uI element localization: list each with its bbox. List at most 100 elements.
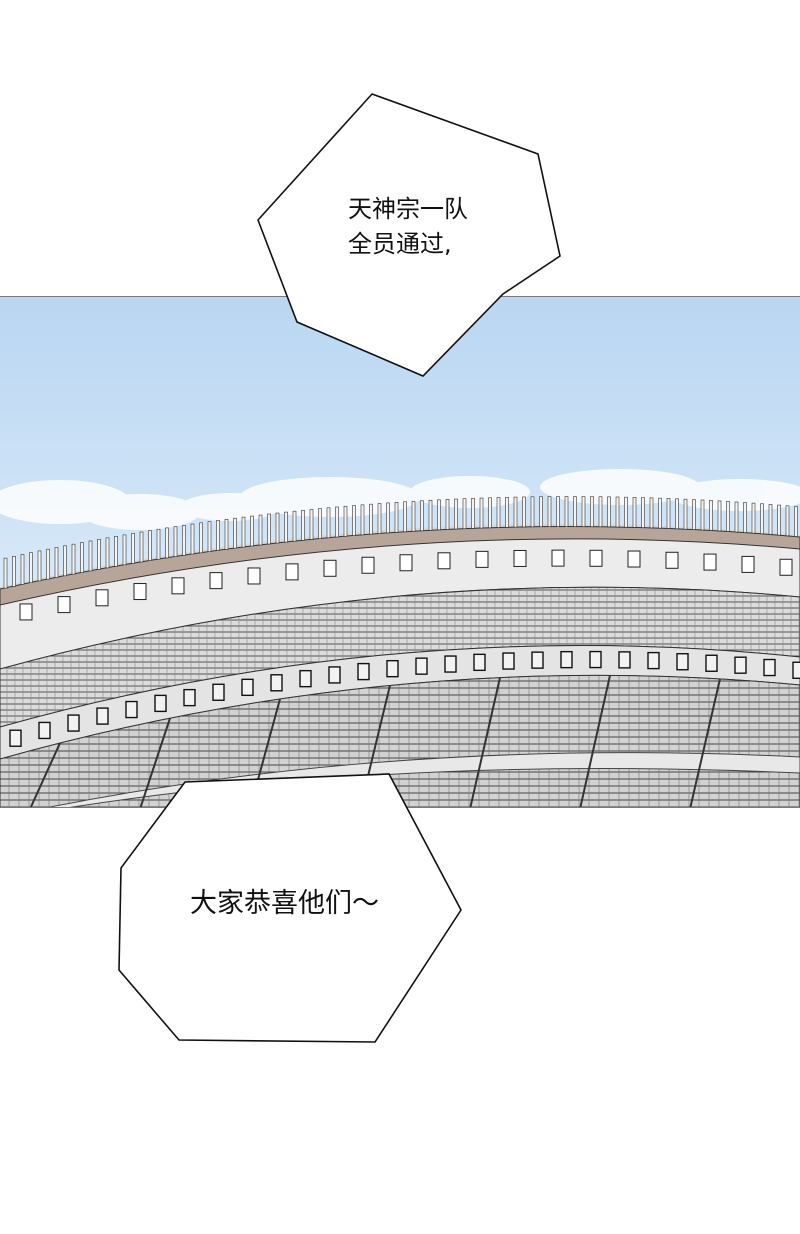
rim-post <box>411 500 416 532</box>
rim-post <box>777 504 781 536</box>
box-window <box>183 688 196 707</box>
rim-post <box>598 496 603 528</box>
bubble-top-text: 天神宗一队 全员通过, <box>348 192 468 262</box>
box-window <box>154 694 167 713</box>
rim-post <box>403 501 407 533</box>
arch-window <box>399 554 413 572</box>
rim-post <box>658 497 662 529</box>
box-window <box>618 651 631 669</box>
speech-bubble-top: 天神宗一队 全员通过, <box>255 92 565 380</box>
rim-post <box>675 498 679 530</box>
rim-post <box>250 515 254 547</box>
arch-window <box>703 553 717 571</box>
arch-window <box>665 551 679 569</box>
rim-post <box>54 547 59 578</box>
box-window <box>647 651 660 670</box>
arch-window <box>475 550 489 568</box>
rim-post <box>683 498 688 530</box>
rim-post <box>522 496 526 528</box>
box-window <box>125 700 138 719</box>
aisle-line <box>29 742 61 807</box>
rim-post <box>131 533 135 564</box>
rim-post <box>394 502 399 533</box>
seating-aisles <box>29 675 721 807</box>
arch-window <box>323 559 337 577</box>
box-window <box>473 653 486 672</box>
rim-post <box>224 519 229 550</box>
rim-post <box>581 496 586 527</box>
rim-post <box>709 500 713 531</box>
rim-post <box>37 550 42 582</box>
rim-post <box>267 513 271 545</box>
arch-window <box>95 589 109 607</box>
arch-window <box>513 549 527 567</box>
rim-post <box>751 502 756 534</box>
rim-post <box>530 496 535 528</box>
rim-post <box>301 509 305 541</box>
rim-post <box>80 542 84 573</box>
rim-post <box>556 496 560 527</box>
rim-post <box>445 499 450 530</box>
rim-post <box>352 505 356 536</box>
arch-window <box>589 549 603 567</box>
arch-window <box>171 577 185 595</box>
aisle-line <box>469 677 501 807</box>
rim-post <box>156 528 161 560</box>
rim-post <box>114 536 118 567</box>
box-window <box>38 721 51 740</box>
rim-post <box>173 526 178 557</box>
rim-post <box>505 496 509 528</box>
rim-post <box>590 496 594 527</box>
arch-window <box>779 558 793 576</box>
rim-post <box>182 525 186 556</box>
rim-post <box>139 531 144 563</box>
rim-post <box>3 557 8 589</box>
box-window <box>270 674 283 692</box>
rim-post <box>479 497 484 529</box>
arch-window <box>627 550 641 568</box>
box-window <box>763 658 776 677</box>
rim-post <box>768 504 773 535</box>
rim-post <box>734 501 739 533</box>
bubble-bottom-text: 大家恭喜他们～ <box>190 886 379 922</box>
arch-window <box>361 556 375 574</box>
arch-window <box>133 583 147 601</box>
box-window <box>9 729 22 747</box>
rim-post <box>216 520 220 551</box>
bubble-top-line-2: 全员通过, <box>348 230 452 258</box>
bubble-top-line-1: 天神宗一队 <box>348 195 468 223</box>
box-window <box>241 678 254 697</box>
rim-post <box>199 522 203 554</box>
rim-post <box>496 497 501 528</box>
rim-post <box>743 502 747 533</box>
rim-post <box>369 503 373 535</box>
rim-post <box>105 537 110 569</box>
rim-post <box>471 498 475 529</box>
box-window <box>96 707 109 725</box>
rim-post <box>717 500 722 532</box>
rim-post <box>335 506 339 538</box>
rim-post <box>513 496 518 528</box>
arch-window <box>285 563 299 581</box>
arch-window <box>19 603 33 621</box>
speech-bubble-bottom: 大家恭喜他们～ <box>117 772 465 1046</box>
box-window <box>734 656 747 674</box>
rim-post <box>46 548 50 580</box>
rim-post <box>564 496 569 527</box>
rim-post <box>692 499 696 530</box>
box-window <box>676 653 689 671</box>
box-window <box>415 657 428 675</box>
rim-post <box>539 496 543 528</box>
rim-post <box>63 545 67 577</box>
box-window <box>444 655 457 673</box>
rim-post <box>148 530 152 561</box>
rim-post <box>641 497 645 528</box>
box-window <box>357 662 370 681</box>
rim-post <box>428 499 433 531</box>
lower-windows <box>9 650 800 747</box>
rim-post <box>29 552 33 583</box>
box-window <box>705 654 718 672</box>
rim-post <box>122 534 127 566</box>
rim-post <box>794 506 798 537</box>
rim-post <box>71 543 76 575</box>
